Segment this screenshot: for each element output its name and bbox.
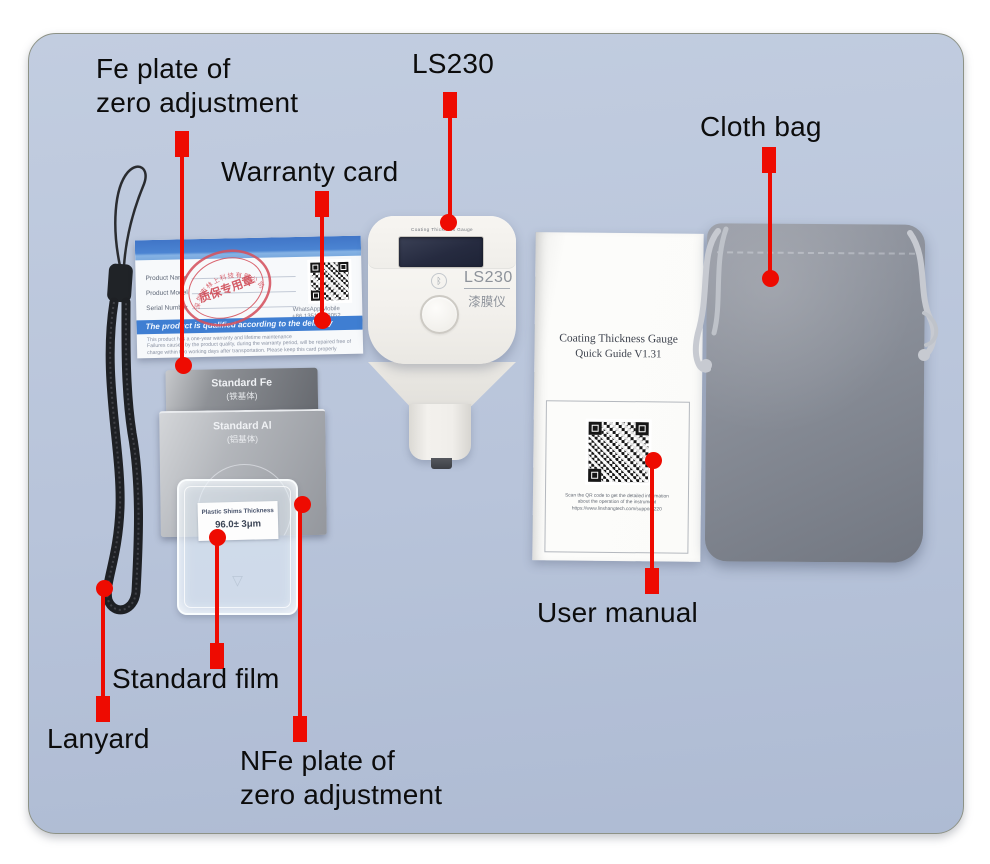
callout-dot-fe-plate <box>175 357 192 374</box>
callout-marker-device <box>443 92 457 118</box>
callout-label-cloth-bag: Cloth bag <box>700 111 822 142</box>
manual-title: Coating Thickness Gauge Quick Guide V1.3… <box>559 332 678 361</box>
callout-line-lanyard <box>101 589 105 697</box>
lanyard-clasp <box>107 263 133 303</box>
bluetooth-icon: ᛒ <box>431 273 447 289</box>
lanyard-thin-loop <box>114 165 147 267</box>
gauge-probe <box>431 458 452 469</box>
bag-drawstrings <box>692 226 939 373</box>
manual-qr-code-icon <box>588 421 649 483</box>
callout-label-user-manual: User manual <box>537 597 698 628</box>
gauge-device: Coating Thickness Gauge ᛒ LS230 漆膜仪 <box>368 216 516 364</box>
callout-dot-device <box>440 214 457 231</box>
callout-line-user-manual <box>650 461 654 569</box>
al-plate-subtitle: (铝基体) <box>226 433 259 445</box>
film-label-title: Plastic Shims Thickness <box>201 507 274 516</box>
lanyard-cord <box>102 297 143 615</box>
callout-label-warranty: Warranty card <box>221 156 399 187</box>
film-label-value: 96.0± 3μm <box>215 518 262 531</box>
gauge-neck <box>409 404 471 460</box>
callout-dot-lanyard <box>96 580 113 597</box>
manual-qr-box: Scan the QR code to get the detailed inf… <box>544 400 690 554</box>
fe-plate-subtitle: (铁基体) <box>226 390 258 402</box>
callout-line-nfe-plate <box>298 504 302 717</box>
callout-label-nfe-plate: NFe plate of zero adjustment <box>240 745 443 810</box>
callout-marker-fe-plate <box>175 131 189 157</box>
gauge-button <box>420 295 459 334</box>
gauge-model-block: LS230 漆膜仪 <box>464 269 512 310</box>
callout-label-fe-plate: Fe plate of zero adjustment <box>96 53 299 118</box>
callout-dot-cloth-bag <box>762 270 779 287</box>
qr-finder-icon <box>338 261 349 273</box>
callout-marker-nfe-plate <box>293 716 307 742</box>
callout-line-device <box>448 118 452 222</box>
gauge-screen <box>398 236 484 268</box>
qr-finder-icon <box>588 421 602 435</box>
lanyard <box>102 165 147 615</box>
gauge-top-label: Coating Thickness Gauge <box>411 227 473 232</box>
gauge-model: LS230 <box>464 269 512 289</box>
callout-label-device: LS230 <box>412 48 494 79</box>
user-manual: Coating Thickness Gauge Quick Guide V1.3… <box>532 232 704 562</box>
callout-marker-warranty <box>315 191 329 217</box>
manual-caption: Scan the QR code to get the detailed inf… <box>565 493 669 513</box>
callout-marker-cloth-bag <box>762 147 776 173</box>
callout-marker-lanyard <box>96 696 110 722</box>
al-plate-title: Standard Al <box>212 419 272 433</box>
callout-dot-nfe-plate <box>294 496 311 513</box>
lanyard-cord-texture <box>106 301 140 611</box>
qr-finder-icon <box>635 422 649 436</box>
callout-dot-user-manual <box>645 452 662 469</box>
mold-mark-icon: ▽ <box>232 572 243 588</box>
qr-finder-icon <box>588 468 602 482</box>
callout-label-lanyard: Lanyard <box>47 723 150 754</box>
warranty-stamp: 深圳市林上科技有限公司 质保专用章 <box>180 249 272 327</box>
callout-dot-warranty <box>314 312 331 329</box>
standard-film-box: Plastic Shims Thickness 96.0± 3μm ▽ <box>177 479 298 615</box>
qr-finder-icon <box>310 262 321 273</box>
warranty-qr-code-icon <box>310 261 350 301</box>
callout-marker-user-manual <box>645 568 659 594</box>
callout-label-standard-film: Standard film <box>112 663 280 694</box>
callout-line-warranty <box>320 217 324 320</box>
gauge-model-cn: 漆膜仪 <box>468 295 506 309</box>
callout-line-standard-film <box>215 537 219 644</box>
warranty-fine-print: This product has a one-year warranty and… <box>146 334 352 356</box>
callout-line-fe-plate <box>180 157 184 365</box>
callout-line-cloth-bag <box>768 173 772 279</box>
callout-marker-standard-film <box>210 643 224 669</box>
